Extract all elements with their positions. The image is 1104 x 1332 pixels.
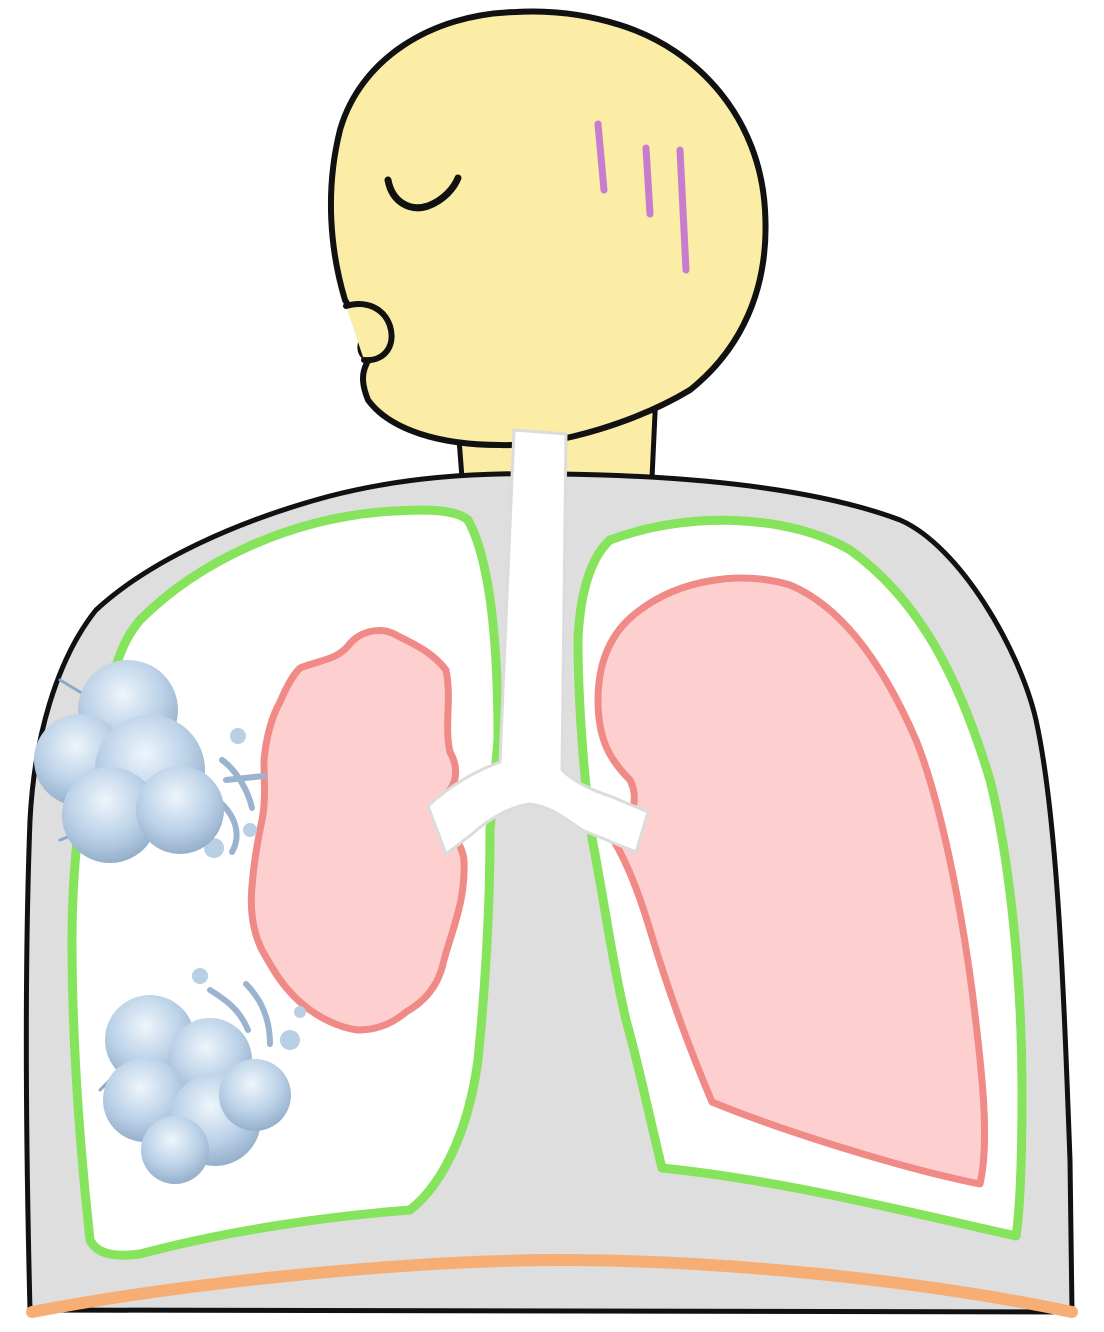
lung-collapsed bbox=[251, 631, 464, 1030]
head-icon bbox=[331, 12, 766, 446]
open-mouth-icon bbox=[346, 304, 392, 360]
